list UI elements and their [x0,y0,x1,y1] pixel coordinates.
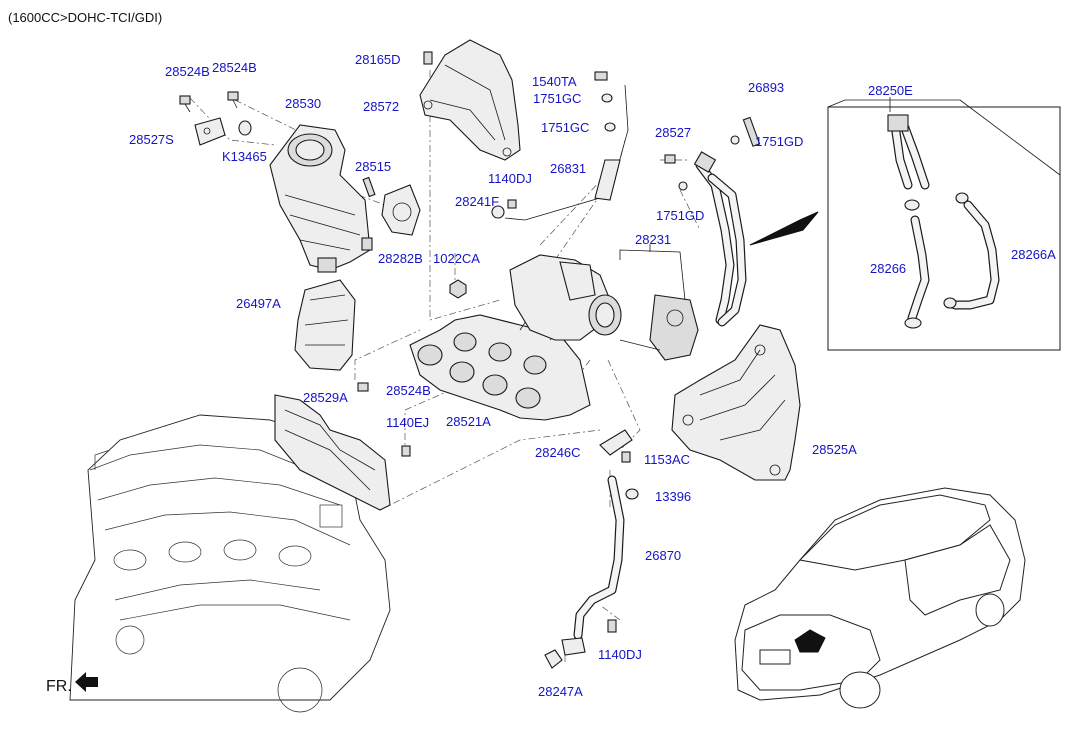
arrow-left-icon [75,672,98,692]
part-label-28231[interactable]: 28231 [635,232,672,247]
part-label-1022ca[interactable]: 1022CA [433,251,480,266]
clamp-13396 [625,488,639,500]
part-label-28530[interactable]: 28530 [285,96,322,111]
part-label-26870[interactable]: 26870 [645,548,682,563]
hose-28266 [904,199,930,329]
nut-1022ca [449,279,467,299]
part-label-28529a[interactable]: 28529A [303,390,348,405]
bolt-1140ej [401,445,411,457]
part-label-28247a[interactable]: 28247A [538,684,583,699]
bolt-28524b-c [357,382,369,392]
banjo-28241f [491,205,505,219]
bolt-1140dj-a [507,199,517,209]
part-label-1751gc-b[interactable]: 1751GC [541,120,590,135]
part-label-28165d[interactable]: 28165D [355,52,401,67]
part-label-28246c[interactable]: 28246C [535,445,581,460]
bolt-1140dj-b [607,619,617,633]
hose-28266a [943,192,1000,310]
gasket-28247a [544,649,563,669]
bolt-1153ac [621,451,631,463]
detail-box [827,97,1061,351]
part-label-k13465[interactable]: K13465 [222,149,267,164]
detail-pointer [749,211,819,246]
part-label-1140dj-b[interactable]: 1140DJ [598,647,642,662]
bolt-1540ta [594,71,608,81]
part-label-28525a[interactable]: 28525A [812,442,857,457]
drain-pipe-26870 [573,475,625,640]
part-label-26831[interactable]: 26831 [550,161,587,176]
part-label-28266[interactable]: 28266 [870,261,907,276]
gasket-28246c [599,429,633,456]
washer-k13465 [238,120,252,136]
part-label-1140dj-a[interactable]: 1140DJ [488,171,532,186]
part-label-28515[interactable]: 28515 [355,159,392,174]
part-label-1153ac[interactable]: 1153AC [644,452,691,467]
vehicle-illustration [734,487,1026,709]
gasket-28282b [381,184,421,236]
part-label-28524b-c[interactable]: 28524B [386,383,431,398]
heat-shield-26497a [294,279,356,371]
part-label-28524b-b[interactable]: 28524B [212,60,257,75]
washer-1751gd-a [730,135,740,145]
oil-pipe-26831 [504,84,629,221]
part-label-13396[interactable]: 13396 [655,489,692,504]
turbocharger-28231 [509,244,699,361]
front-marker-label: FR. [46,678,72,695]
washer-1751gc-b [604,122,616,132]
stud-28515 [362,176,376,198]
part-label-1751gd-a[interactable]: 1751GD [755,134,804,149]
part-label-28527s[interactable]: 28527S [129,132,174,147]
part-label-28521a[interactable]: 28521A [446,414,491,429]
washer-1751gc-a [601,93,613,103]
bolt-26893 [742,116,761,147]
part-label-26893[interactable]: 26893 [748,80,785,95]
pipe-flange [561,637,586,656]
heat-shield-28572 [419,39,521,161]
part-label-28266a[interactable]: 28266A [1011,247,1056,262]
part-label-28524b-a[interactable]: 28524B [165,64,210,79]
part-label-28527[interactable]: 28527 [655,125,692,140]
part-label-1751gd-b[interactable]: 1751GD [656,208,705,223]
part-label-26497a[interactable]: 26497A [236,296,281,311]
water-pipes [693,151,747,327]
diagram-header: (1600CC>DOHC-TCI/GDI) [8,10,163,25]
heat-shield-28525a [671,324,801,481]
bolt-28524b-a [179,95,191,113]
lower-shield-28529a [274,394,391,511]
part-label-28241f[interactable]: 28241F [455,194,500,209]
hose-assembly-28250e [887,114,930,190]
catalytic-converter-28530 [269,124,373,273]
part-label-1751gc-a[interactable]: 1751GC [533,91,582,106]
part-label-28282b[interactable]: 28282B [378,251,423,266]
part-label-28572[interactable]: 28572 [363,99,400,114]
part-label-1540ta[interactable]: 1540TA [532,74,577,89]
bolt-28524b-b [227,91,239,109]
part-label-1140ej[interactable]: 1140EJ [386,415,430,430]
bolt-28527 [664,154,676,164]
bolt-28165d [423,51,433,65]
part-label-28250e[interactable]: 28250E [868,83,913,98]
washer-1751gd-b [678,181,688,191]
